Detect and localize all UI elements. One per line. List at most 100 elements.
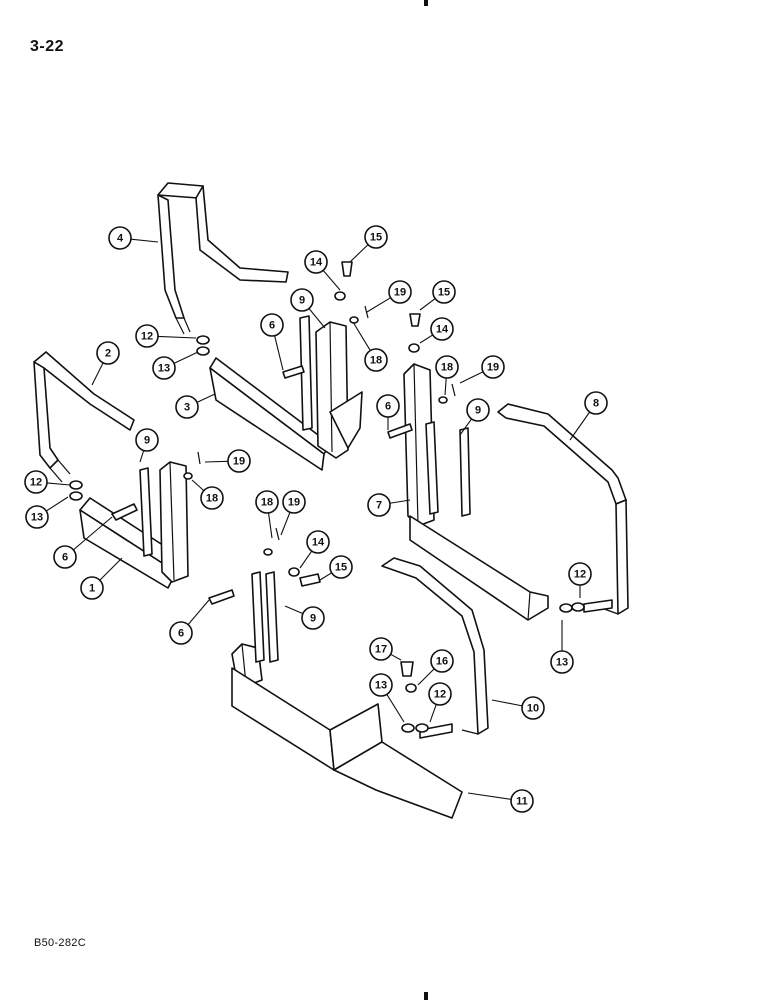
callout-circle: [364, 348, 388, 372]
callout-circle: [435, 355, 459, 379]
callout-number: 12: [434, 689, 446, 701]
bracket-part-1: [79, 461, 189, 589]
callout-9: 9: [459, 398, 490, 436]
callout-number: 6: [269, 320, 275, 332]
callout-circle: [135, 324, 159, 348]
callout-1: 1: [80, 557, 123, 600]
callout-circle: [466, 398, 490, 422]
callout-circle: [200, 486, 224, 510]
callout-leader-line: [191, 479, 205, 492]
handle-part-2: [33, 351, 135, 483]
callout-number: 18: [370, 355, 382, 367]
callout-7: 7: [367, 493, 411, 517]
callout-number: 10: [527, 703, 539, 715]
callout-6: 6: [169, 599, 210, 645]
handle-part-8: [497, 403, 629, 615]
callout-number: 8: [593, 398, 599, 410]
callout-number: 13: [31, 512, 43, 524]
callout-14: 14: [304, 250, 341, 291]
callout-leader-line: [299, 550, 313, 569]
callout-circle: [169, 621, 193, 645]
callout-leader-line: [419, 334, 434, 344]
callout-6: 6: [260, 313, 284, 371]
callout-15: 15: [319, 555, 353, 581]
callout-number: 3: [184, 402, 190, 414]
callout-circle: [430, 317, 454, 341]
callout-number: 13: [158, 363, 170, 375]
callout-circle: [369, 637, 393, 661]
callout-number: 14: [312, 537, 325, 549]
callout-number: 9: [475, 405, 481, 417]
callout-circle: [96, 341, 120, 365]
callout-circle: [290, 288, 314, 312]
callout-number: 14: [436, 324, 449, 336]
callout-leader-line: [46, 482, 71, 486]
callout-number: 9: [310, 613, 316, 625]
callout-number: 16: [436, 656, 448, 668]
callout-circle: [108, 226, 132, 250]
callout-19: 19: [280, 490, 306, 536]
callout-leader-line: [173, 351, 199, 364]
bracket-part-3: [209, 315, 363, 471]
callout-number: 17: [375, 644, 387, 656]
callout-leader-line: [322, 269, 341, 291]
callout-circle: [329, 555, 353, 579]
callout-number: 19: [233, 456, 245, 468]
callout-9: 9: [290, 288, 326, 329]
callout-leader-line: [280, 512, 291, 536]
callout-6: 6: [53, 516, 113, 569]
callout-17: 17: [369, 637, 402, 661]
callout-leader-line: [429, 704, 437, 723]
callout-circle: [306, 530, 330, 554]
callout-circle: [388, 280, 412, 304]
callout-leader-line: [45, 496, 69, 512]
top-registration-mark: [424, 0, 428, 6]
callout-number: 9: [144, 435, 150, 447]
callout-circle: [260, 313, 284, 337]
callout-circle: [430, 649, 454, 673]
callout-number: 11: [516, 796, 528, 808]
callout-circle: [175, 395, 199, 419]
callout-8: 8: [569, 391, 608, 441]
callout-leader-line: [386, 694, 405, 723]
figure-code: B50-282C: [34, 937, 86, 949]
handle-part-10: [381, 557, 489, 735]
callout-leader-line: [196, 393, 216, 403]
callout-number: 19: [288, 497, 300, 509]
page-number: 3-22: [30, 38, 65, 55]
callout-circle: [25, 505, 49, 529]
callout-number: 6: [178, 628, 184, 640]
callout-13: 13: [369, 673, 405, 723]
callout-leader-line: [130, 238, 159, 243]
callout-number: 1: [89, 583, 95, 595]
callout-circle: [24, 470, 48, 494]
callout-circle: [227, 449, 251, 473]
callout-10: 10: [491, 696, 545, 720]
callout-number: 18: [206, 493, 218, 505]
callout-19: 19: [459, 355, 505, 384]
callout-leader-line: [569, 411, 591, 441]
callout-circle: [135, 428, 159, 452]
callout-leader-line: [99, 557, 123, 581]
callout-leader-line: [417, 668, 435, 686]
callout-number: 13: [556, 657, 568, 669]
callout-12: 12: [568, 562, 592, 598]
callout-leader-line: [187, 599, 210, 625]
callout-leader-line: [390, 653, 402, 661]
callout-leader-line: [444, 377, 447, 396]
callout-18: 18: [352, 321, 388, 372]
callout-circle: [481, 355, 505, 379]
callout-18: 18: [191, 479, 224, 510]
callout-leader-line: [284, 605, 304, 615]
callout-19: 19: [204, 449, 251, 473]
callout-19: 19: [366, 280, 412, 313]
callout-number: 19: [487, 362, 499, 374]
callout-leader-line: [204, 460, 229, 463]
callout-circle: [550, 650, 574, 674]
callout-13: 13: [152, 351, 199, 380]
bracket-part-7: [403, 363, 549, 621]
callout-number: 15: [335, 562, 347, 574]
callout-number: 12: [30, 477, 42, 489]
